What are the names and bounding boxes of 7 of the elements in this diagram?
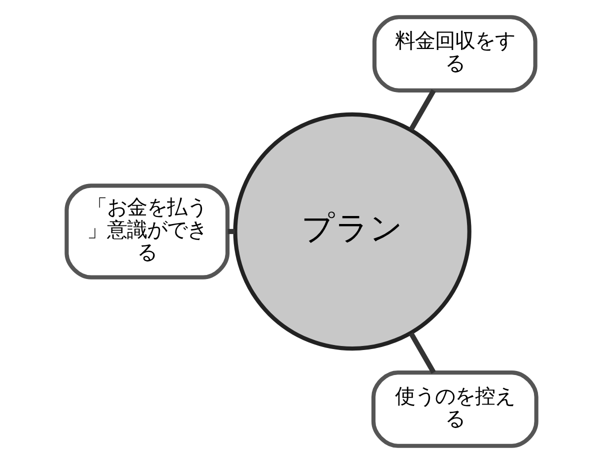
connector — [227, 228, 234, 234]
connector — [408, 88, 436, 130]
connector — [408, 332, 436, 374]
node-box: 「お金を払う」意識ができる — [64, 183, 230, 279]
node-circle: プラン — [232, 112, 471, 350]
node-box: 使うのを控える — [370, 370, 538, 448]
node-box: 料金回収をする — [372, 14, 537, 92]
